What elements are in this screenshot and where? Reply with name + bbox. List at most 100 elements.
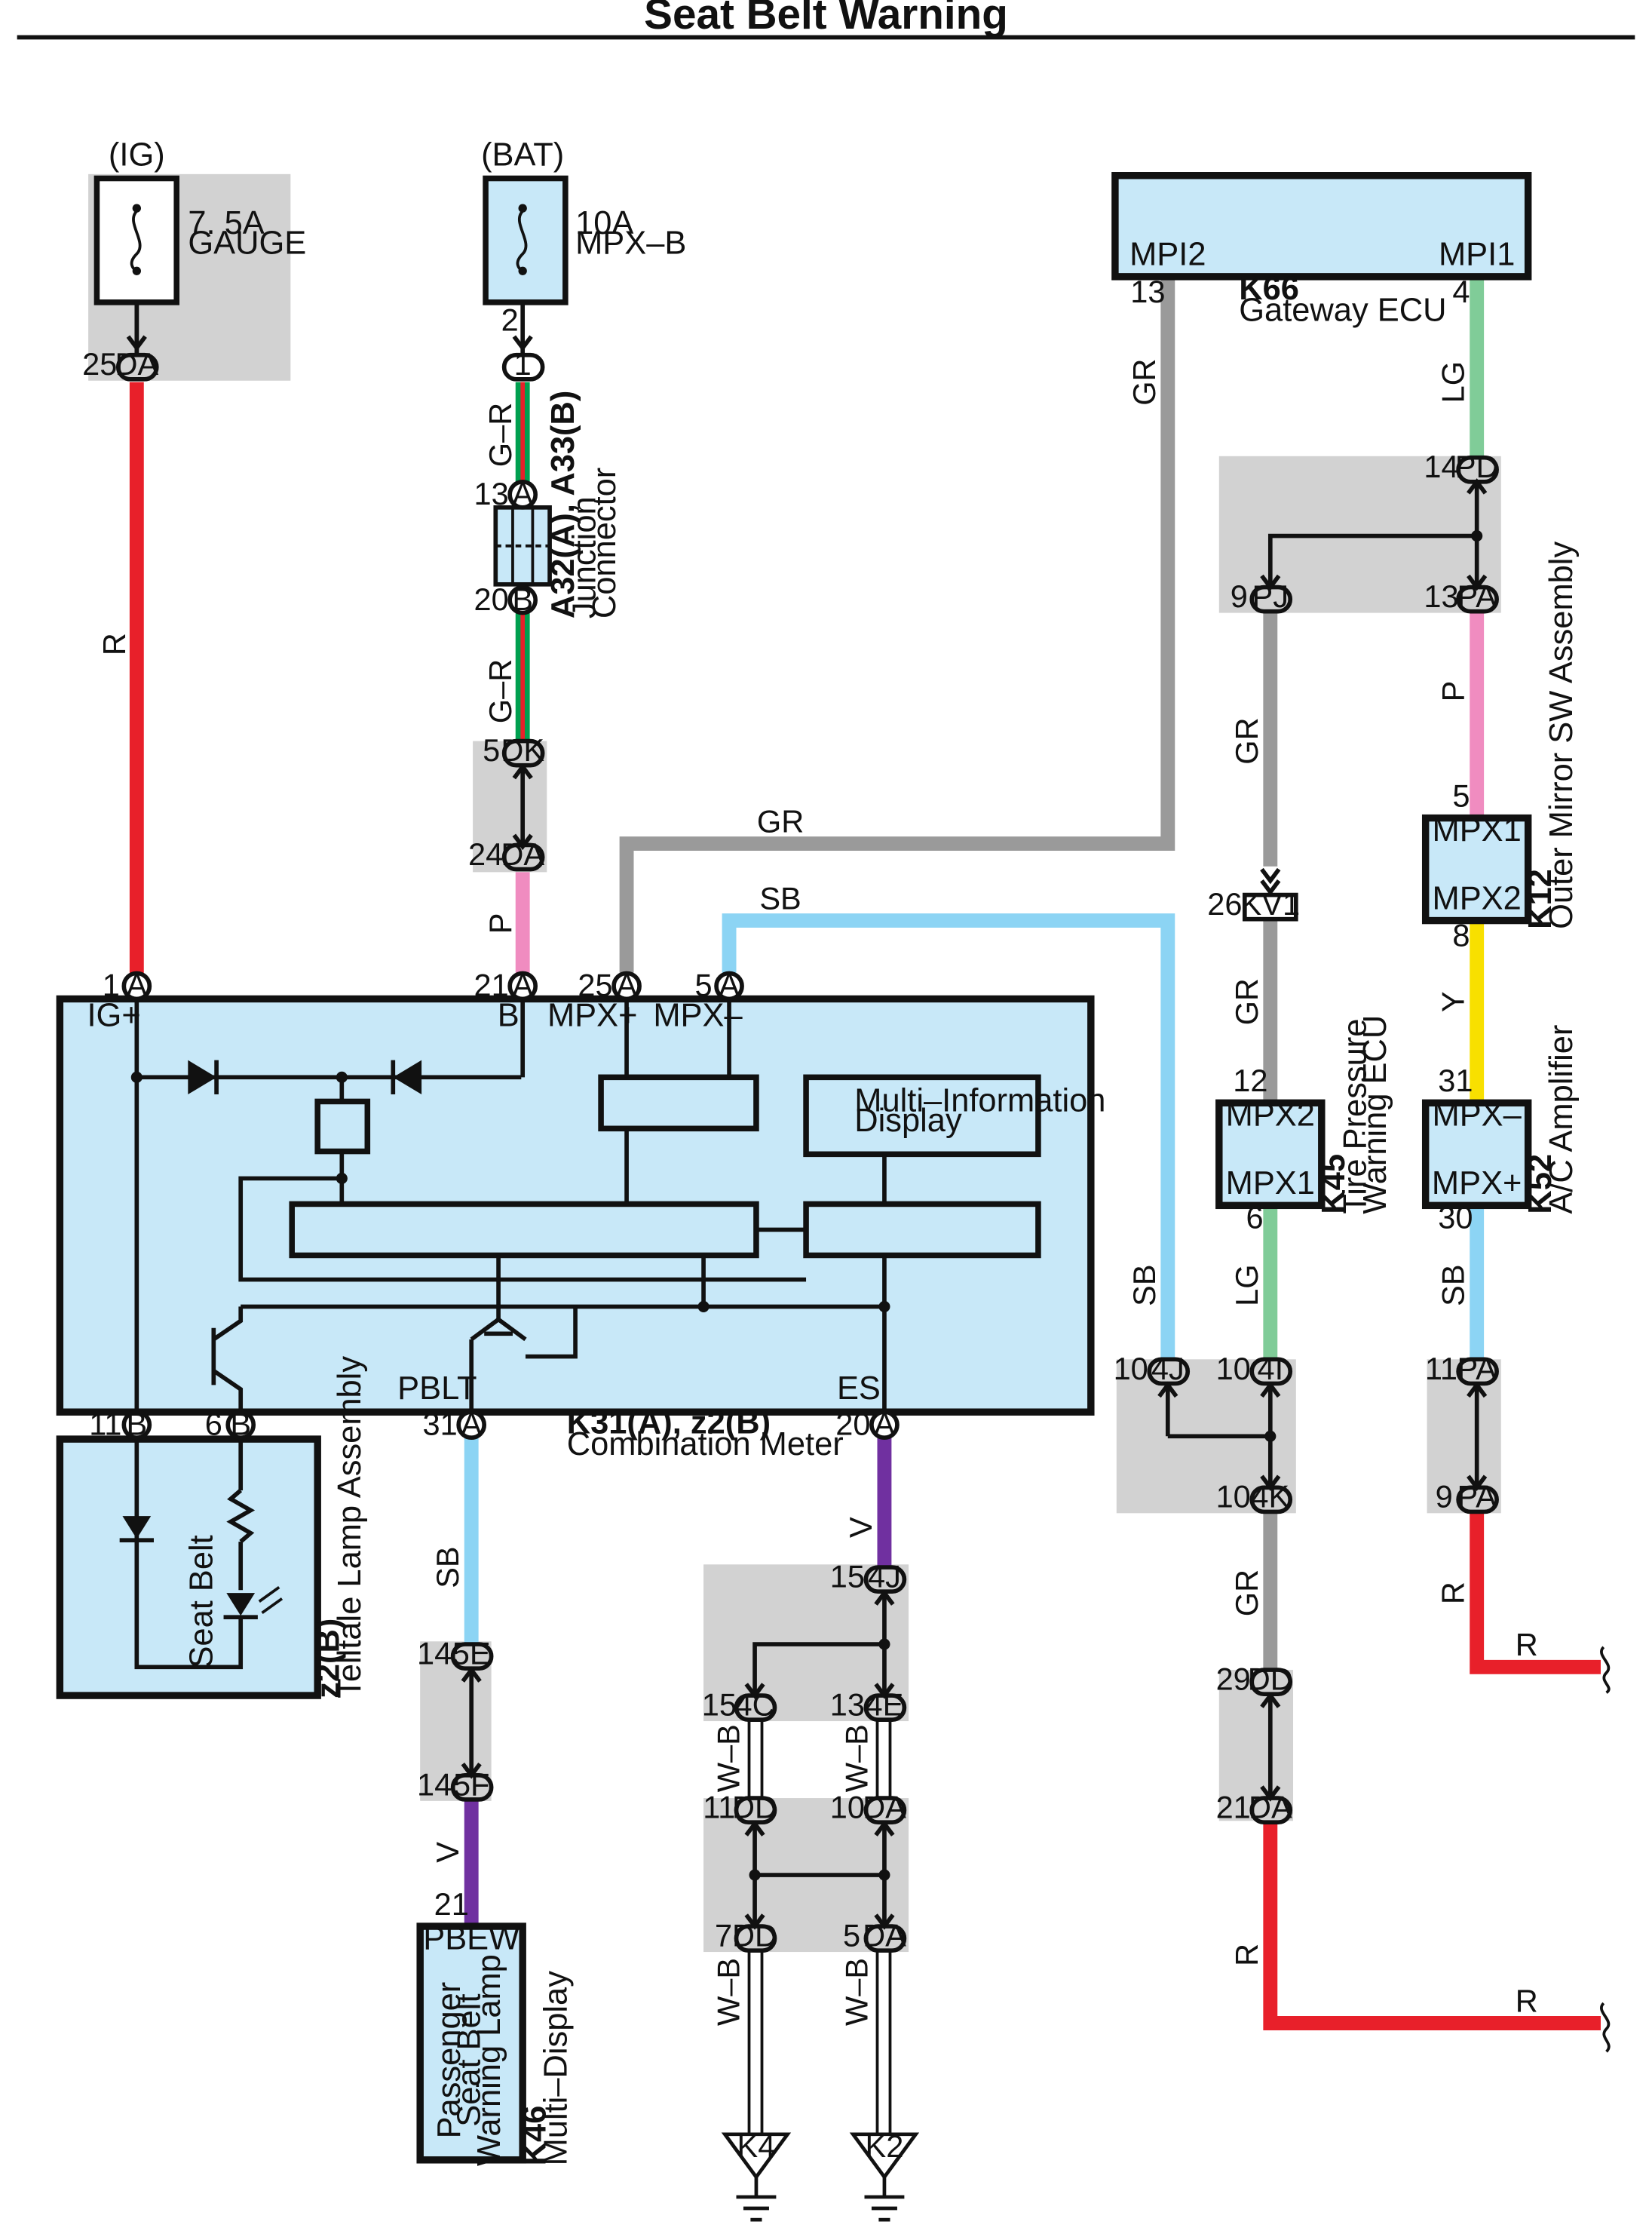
ac-term-mpx-plus: MPX+ <box>1432 1165 1522 1201</box>
svg-text:A: A <box>512 968 533 1003</box>
label-wire-gr-horizontal: GR <box>757 803 804 839</box>
svg-text:DA: DA <box>1249 1790 1292 1825</box>
ground-k2-label: K2 <box>866 2128 904 2164</box>
multi-display-lamp-2: Seat Belt <box>452 1993 488 2126</box>
svg-text:4C: 4C <box>734 1687 774 1723</box>
svg-text:A: A <box>719 968 740 1003</box>
label-wire-r-right-2: R <box>1516 1627 1538 1662</box>
ground-k2-icon <box>849 2132 920 2222</box>
svg-text:6: 6 <box>205 1406 222 1441</box>
telltale-internal-circuit <box>134 1439 256 1670</box>
svg-text:4K: 4K <box>1251 1479 1289 1514</box>
gateway-term-mpi1: MPI1 <box>1439 237 1515 273</box>
svg-text:PA: PA <box>1457 578 1497 614</box>
svg-text:20: 20 <box>474 581 509 617</box>
svg-text:A: A <box>461 1406 482 1441</box>
svg-text:7: 7 <box>715 1918 732 1953</box>
svg-text:DD: DD <box>732 1918 777 1953</box>
svg-text:13: 13 <box>830 1687 865 1723</box>
svg-text:25: 25 <box>578 968 612 1003</box>
mirror-name: Outer Mirror SW Assembly <box>1543 542 1580 929</box>
junction-connector-box <box>493 505 552 587</box>
junction-name-1: Junction <box>567 496 603 618</box>
label-wire-gr-4k: GR <box>1229 1570 1264 1616</box>
svg-text:12: 12 <box>1233 1063 1267 1098</box>
svg-text:PJ: PJ <box>1252 578 1289 614</box>
diagram-title: Seat Belt Warning <box>644 0 1008 38</box>
svg-text:13: 13 <box>474 476 509 511</box>
label-wire-p-mirror: P <box>1436 681 1471 702</box>
svg-text:5: 5 <box>695 968 713 1003</box>
svg-text:5: 5 <box>843 1918 860 1953</box>
ac-code: K52 <box>1522 1154 1559 1214</box>
multi-display-lamp-1: Passenger <box>431 1982 467 2139</box>
label-wire-v-pbew: V <box>430 1842 465 1863</box>
svg-text:26: 26 <box>1207 886 1242 922</box>
combination-term-b: B <box>498 997 520 1033</box>
label-wire-wb-1: W–B <box>710 1724 746 1792</box>
ac-name: A/C Amplifier <box>1543 1025 1580 1214</box>
svg-text:1: 1 <box>103 968 120 1003</box>
wire-w-b-right <box>875 1721 892 2134</box>
svg-text:21: 21 <box>1216 1790 1251 1825</box>
label-wire-sb-ac: SB <box>1436 1264 1471 1306</box>
combination-code: K31(A), z2(B) <box>567 1405 771 1441</box>
multi-information-display-label: Multi–Information <box>854 1083 1105 1119</box>
telltale-diode-icon <box>122 1516 152 1539</box>
svg-text:9: 9 <box>1436 1479 1453 1514</box>
svg-text:5: 5 <box>1452 778 1470 813</box>
svg-text:DA: DA <box>115 346 158 382</box>
multi-display-name: Multi–Display <box>538 1971 575 2166</box>
multi-display-term: PBEW <box>423 1920 520 1956</box>
junction-name-2: Connector <box>587 468 623 618</box>
tpms-ecu-box <box>1215 1099 1326 1210</box>
seat-belt-led-icon <box>226 1593 256 1616</box>
wire-w-b-left <box>747 1721 764 2134</box>
svg-text:4I: 4I <box>1257 1351 1283 1386</box>
label-wire-wb-4: W–B <box>838 1958 874 2026</box>
svg-text:DA: DA <box>501 836 544 872</box>
svg-text:30: 30 <box>1438 1200 1473 1235</box>
multi-information-display-label-2: Display <box>854 1103 962 1139</box>
svg-text:DK: DK <box>501 732 544 768</box>
svg-text:29: 29 <box>1216 1662 1251 1697</box>
svg-text:21: 21 <box>434 1886 469 1922</box>
label-wire-r-right-1: R <box>1436 1582 1471 1604</box>
svg-text:10: 10 <box>1216 1351 1251 1386</box>
label-wire-y: Y <box>1436 991 1471 1012</box>
svg-text:25: 25 <box>82 346 117 382</box>
svg-text:B: B <box>230 1406 251 1441</box>
label-wire-g-r-2: G–R <box>483 659 518 723</box>
svg-text:A: A <box>126 968 147 1003</box>
gateway-code: K66 <box>1239 271 1299 307</box>
label-wire-sb-vertical: SB <box>1126 1264 1162 1306</box>
connector-links <box>134 302 1479 1927</box>
tpms-name-1: Tire Pressure <box>1337 1019 1373 1214</box>
svg-text:PD: PD <box>1455 449 1499 484</box>
label-wire-p: P <box>483 913 518 934</box>
svg-text:11: 11 <box>1425 1351 1457 1386</box>
label-wire-lg-tpms: LG <box>1229 1264 1264 1306</box>
combination-term-mpx-plus: MPX+ <box>547 997 638 1033</box>
svg-text:24: 24 <box>468 836 503 872</box>
label-wire-g-r-1: G–R <box>483 403 518 467</box>
fuse-ig-name: GAUGE <box>188 226 306 262</box>
diode-left-icon <box>188 1060 217 1095</box>
gateway-pin-4: 4 <box>1452 274 1470 309</box>
svg-text:6: 6 <box>1246 1200 1263 1235</box>
svg-text:4J: 4J <box>1151 1351 1185 1386</box>
svg-text:A: A <box>512 476 533 511</box>
svg-text:11: 11 <box>89 1406 121 1441</box>
label-wire-gr-pj: GR <box>1229 717 1264 764</box>
label-wire-r: R <box>97 633 132 655</box>
svg-text:10: 10 <box>1114 1351 1148 1386</box>
label-wire-lg-top: LG <box>1436 361 1471 403</box>
gateway-name: Gateway ECU <box>1239 292 1446 328</box>
combination-term-ig: IG+ <box>87 997 140 1033</box>
label-wire-sb-horizontal: SB <box>759 880 801 916</box>
outer-mirror-sw-box <box>1421 814 1532 925</box>
svg-text:2: 2 <box>501 302 519 338</box>
connector-codes: DA 1 A B DK DA A A A A B B A A PD PJ PA … <box>115 346 1498 1953</box>
telltale-lamp-label: Seat Belt <box>183 1535 219 1668</box>
